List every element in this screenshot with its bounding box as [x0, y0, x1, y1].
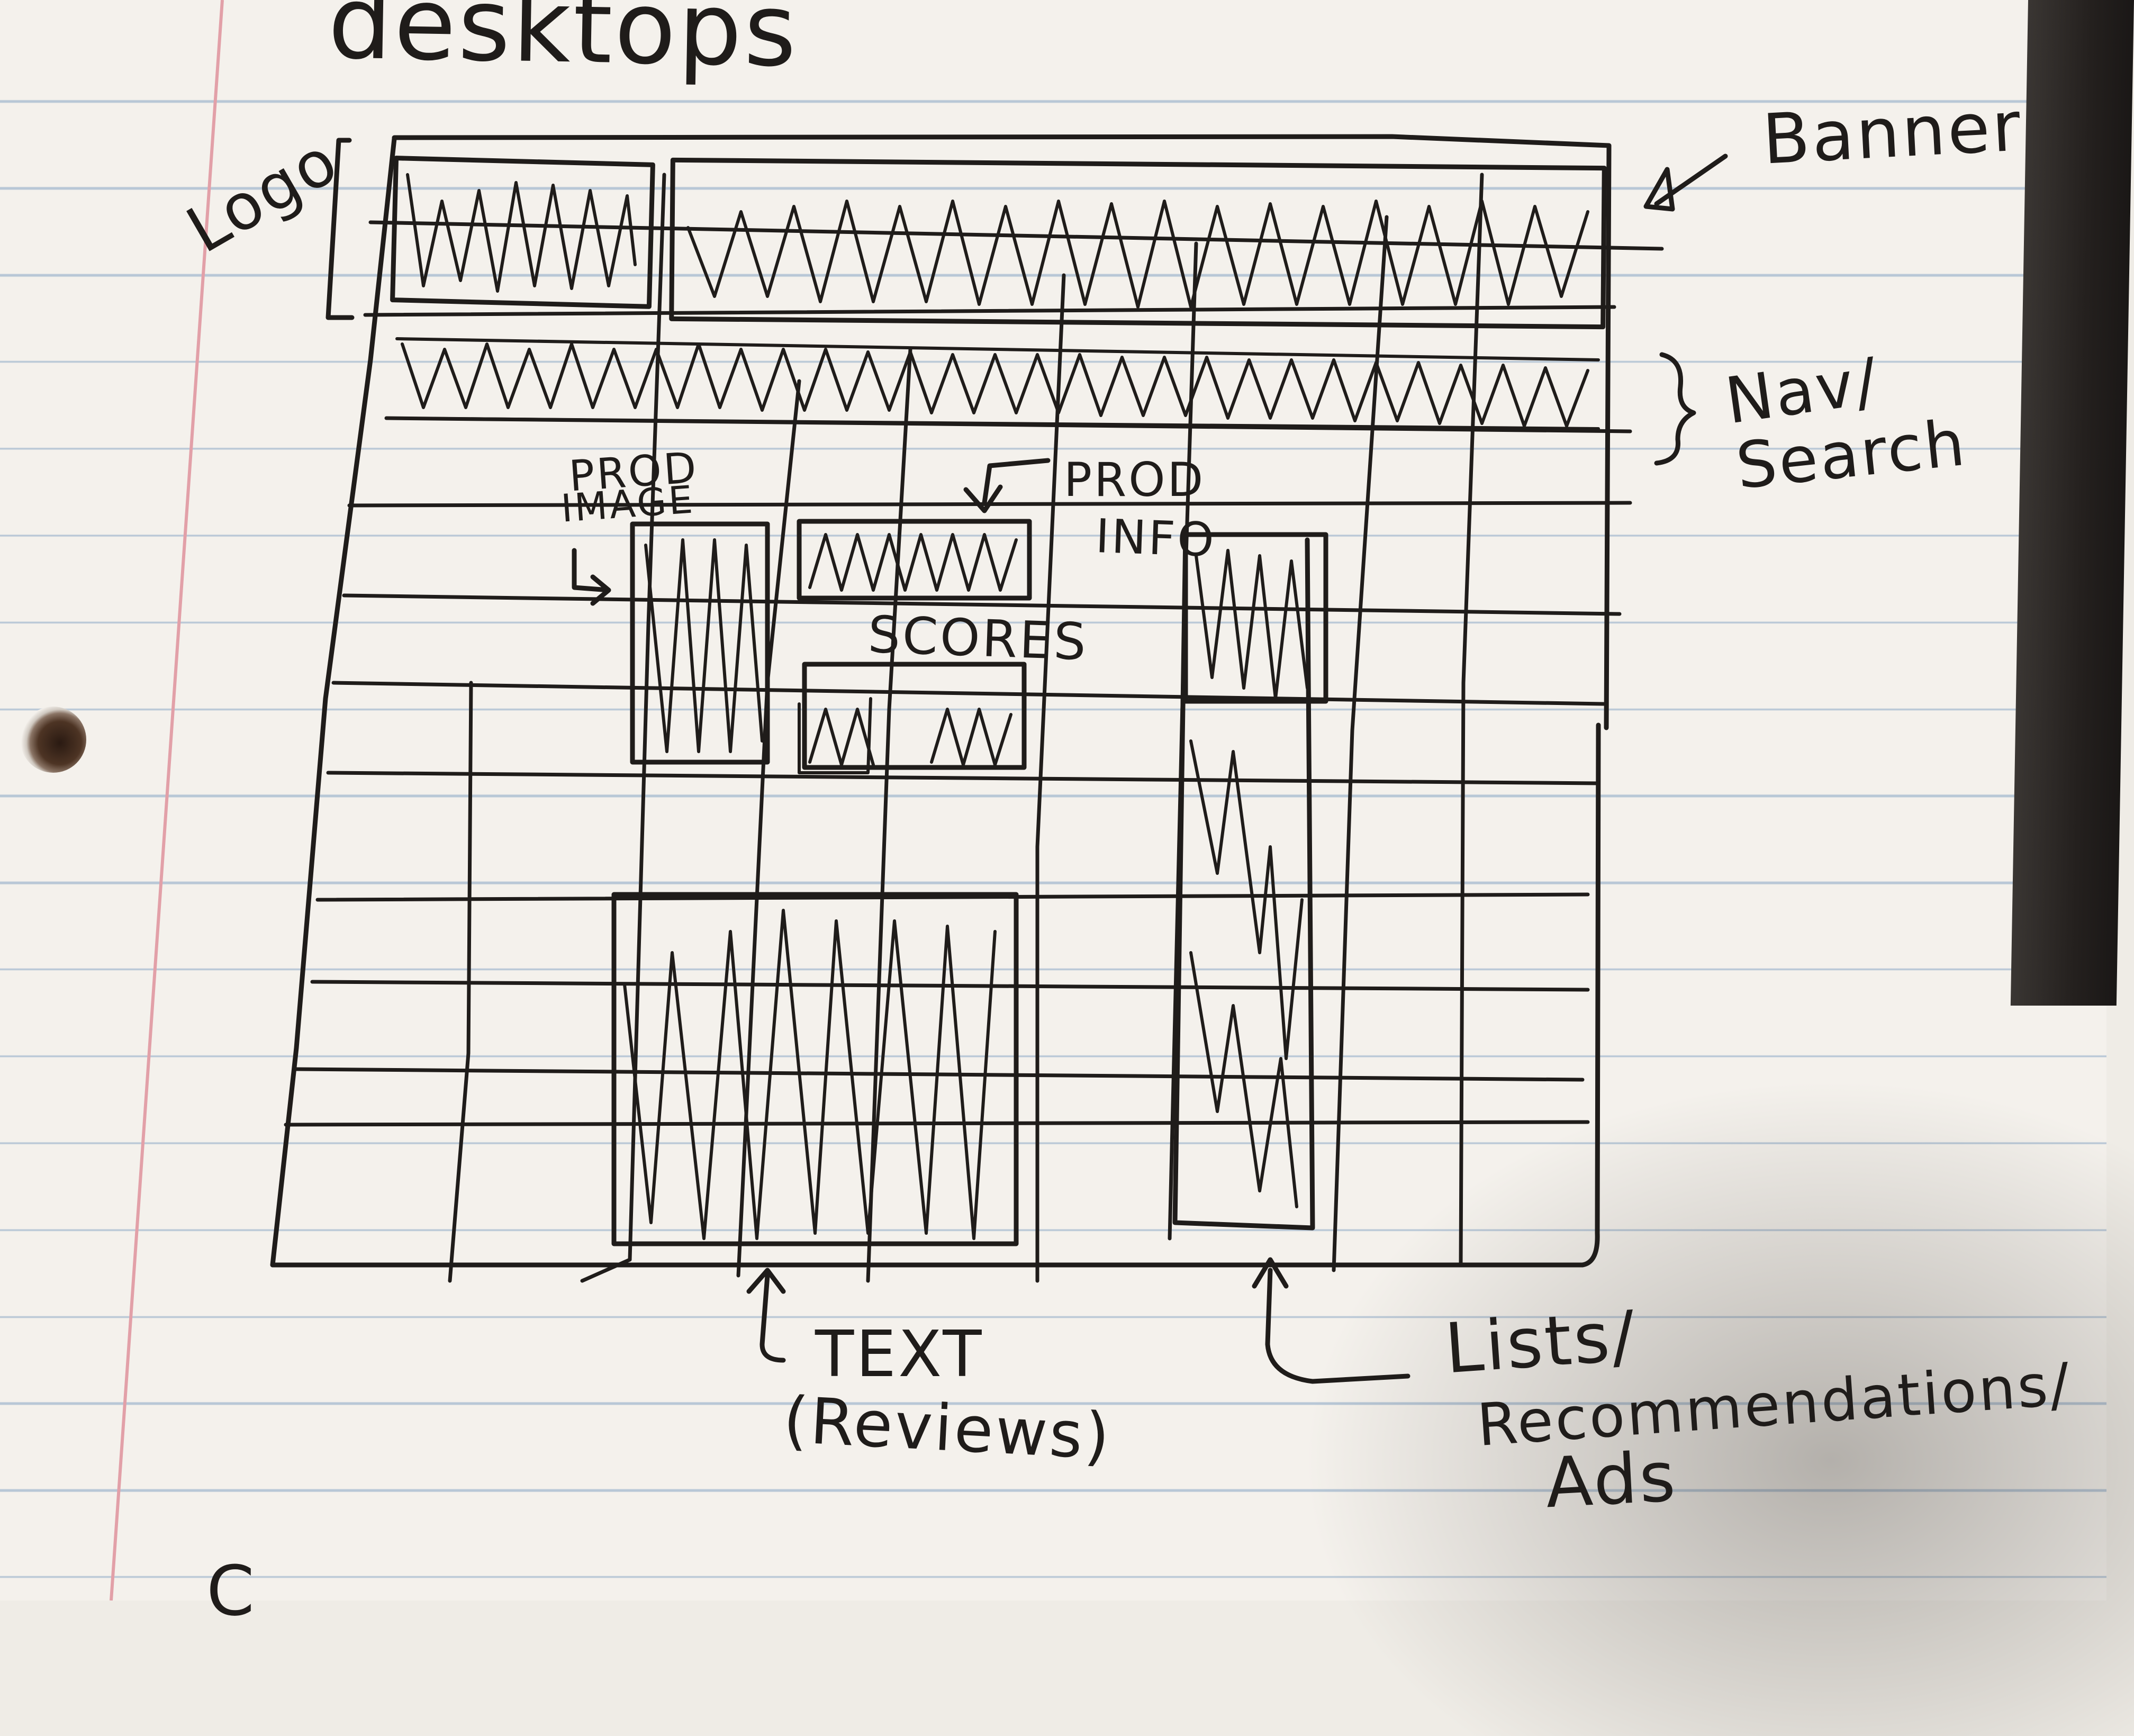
grid-verticals — [448, 173, 1484, 1283]
lists-label-line1: Lists/ — [1442, 1295, 1640, 1389]
text-scribble — [623, 909, 997, 1240]
page-frame — [270, 134, 1612, 1268]
prod-image-box — [630, 521, 770, 765]
text-arrow — [746, 1268, 786, 1363]
prod-image-arrow — [572, 548, 611, 606]
logo-bracket — [325, 138, 355, 320]
logo-box — [390, 156, 655, 309]
bottom-fragment: C — [206, 1551, 257, 1631]
scores-bottom-box — [802, 662, 1027, 770]
nav-scribble — [401, 342, 1589, 428]
nav-brace — [1654, 352, 1696, 466]
prod-info-label-line2: INFO — [1095, 509, 1217, 567]
text-reviews-box — [611, 892, 1019, 1246]
scores-top-box — [797, 519, 1032, 601]
prod-image-label-line2: IMAGE — [559, 477, 697, 531]
logo-scribble — [406, 173, 637, 293]
prod-info-label-line1: PROD — [1064, 453, 1206, 507]
lists-arrow — [1252, 1257, 1410, 1384]
banner-scribble — [686, 200, 1589, 309]
lists-scribble — [1189, 549, 1309, 1208]
wireframe-sketch — [270, 134, 1728, 1384]
lists-box — [1172, 532, 1315, 1231]
banner-label: Banner — [1760, 86, 2024, 180]
prod-info-arrow — [963, 458, 1051, 513]
scores-top-scribble — [808, 533, 1018, 592]
text-label-line1: TEXT — [815, 1318, 984, 1391]
scores-bottom-scribble — [798, 697, 1012, 774]
scores-label: SCORES — [867, 604, 1089, 672]
page-heading: desktops — [327, 0, 800, 89]
banner-box — [669, 157, 1607, 330]
nav-search-bar — [390, 337, 1600, 430]
binder-hole — [20, 707, 86, 773]
lists-label-line3: Ads — [1543, 1436, 1679, 1524]
banner-arrow — [1643, 153, 1728, 212]
notebook-paper — [0, 0, 2106, 1601]
prod-image-scribble — [644, 538, 764, 753]
